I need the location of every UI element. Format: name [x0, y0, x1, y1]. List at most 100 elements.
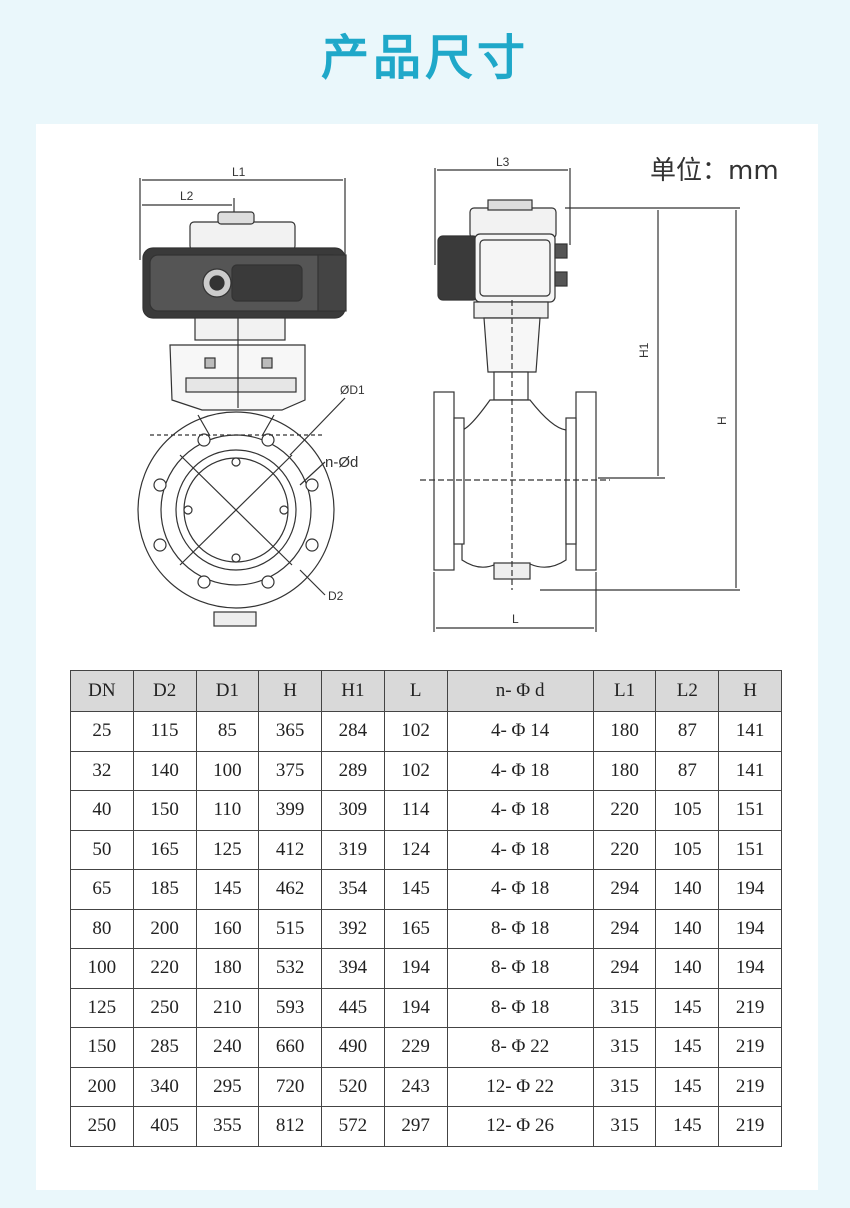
table-cell: 40: [70, 790, 134, 831]
label-l1: L1: [232, 165, 246, 179]
table-cell: 194: [718, 948, 782, 989]
table-cell: 315: [592, 1027, 657, 1068]
table-cell: 812: [258, 1106, 322, 1147]
table-cell: 392: [321, 908, 385, 949]
table-cell: 210: [195, 987, 260, 1028]
table-cell: 315: [592, 1106, 657, 1147]
table-cell: 250: [132, 987, 197, 1028]
table-header-row: DN D2 D1 H H1 L n- Φ d L1 L2 H: [70, 670, 782, 712]
table-cell: 4- Φ 14: [446, 711, 594, 752]
table-cell: 8- Φ 18: [446, 948, 594, 989]
table-cell: 145: [655, 1027, 720, 1068]
table-cell: 105: [655, 829, 720, 870]
table-cell: 180: [592, 711, 657, 752]
table-cell: 219: [718, 1027, 782, 1068]
label-nd: n-Ød: [325, 454, 358, 471]
table-cell: 8- Φ 22: [446, 1027, 594, 1068]
table-cell: 8- Φ 18: [446, 987, 594, 1028]
table-cell: 150: [132, 790, 197, 831]
table-cell: 285: [132, 1027, 197, 1068]
table-cell: 315: [592, 987, 657, 1028]
table-cell: 114: [383, 790, 448, 831]
table-cell: 151: [718, 790, 782, 831]
table-cell: 220: [132, 948, 197, 989]
table-cell: 243: [383, 1066, 448, 1107]
table-cell: 85: [195, 711, 260, 752]
table-cell: 145: [655, 1106, 720, 1147]
table-cell: 50: [70, 829, 134, 870]
table-cell: 297: [383, 1106, 448, 1147]
table-cell: 532: [258, 948, 322, 989]
label-h: H: [715, 416, 729, 425]
header-cell: L: [383, 670, 448, 712]
table-cell: 115: [132, 711, 197, 752]
table-cell: 180: [195, 948, 260, 989]
table-cell: 375: [258, 750, 322, 791]
table-cell: 520: [321, 1066, 385, 1107]
valve-drawing: L1 L2 L3 ØD1 n-Ød D2 H1 H L: [137, 155, 740, 632]
header-cell: L2: [655, 670, 720, 712]
header-cell: H: [258, 670, 322, 712]
table-cell: 250: [70, 1106, 134, 1147]
table-cell: 294: [592, 908, 657, 949]
table-cell: 145: [383, 869, 448, 910]
header-cell: n- Φ d: [446, 670, 594, 712]
table-cell: 12- Φ 22: [446, 1066, 594, 1107]
table-cell: 105: [655, 790, 720, 831]
label-d2: D2: [328, 589, 344, 603]
header-cell: D1: [195, 670, 260, 712]
table-cell: 309: [321, 790, 385, 831]
table-cell: 100: [70, 948, 134, 989]
table-cell: 150: [70, 1027, 134, 1068]
table-cell: 720: [258, 1066, 322, 1107]
table-cell: 294: [592, 869, 657, 910]
table-cell: 219: [718, 987, 782, 1028]
table-cell: 165: [383, 908, 448, 949]
label-d1: ØD1: [340, 383, 365, 397]
table-cell: 125: [70, 987, 134, 1028]
table-cell: 140: [655, 869, 720, 910]
table-cell: 194: [383, 987, 448, 1028]
table-cell: 110: [195, 790, 260, 831]
table-cell: 200: [70, 1066, 134, 1107]
table-cell: 100: [195, 750, 260, 791]
header-cell: H1: [321, 670, 385, 712]
label-h1: H1: [637, 342, 651, 358]
table-cell: 140: [132, 750, 197, 791]
table-cell: 4- Φ 18: [446, 750, 594, 791]
table-cell: 8- Φ 18: [446, 908, 594, 949]
table-cell: 185: [132, 869, 197, 910]
table-cell: 12- Φ 26: [446, 1106, 594, 1147]
page-title: 产品尺寸: [320, 30, 529, 86]
table-cell: 354: [321, 869, 385, 910]
table-cell: 141: [718, 750, 782, 791]
table-cell: 145: [655, 1066, 720, 1107]
table-cell: 102: [383, 711, 448, 752]
table-cell: 365: [258, 711, 322, 752]
table-cell: 289: [321, 750, 385, 791]
table-cell: 315: [592, 1066, 657, 1107]
table-cell: 140: [655, 908, 720, 949]
unit-label: 单位：mm: [650, 156, 779, 186]
table-cell: 160: [195, 908, 260, 949]
table-cell: 340: [132, 1066, 197, 1107]
table-cell: 284: [321, 711, 385, 752]
table-cell: 4- Φ 18: [446, 790, 594, 831]
table-cell: 394: [321, 948, 385, 989]
table-cell: 219: [718, 1066, 782, 1107]
label-l2: L2: [180, 189, 194, 203]
label-l3: L3: [496, 155, 510, 169]
table-cell: 319: [321, 829, 385, 870]
